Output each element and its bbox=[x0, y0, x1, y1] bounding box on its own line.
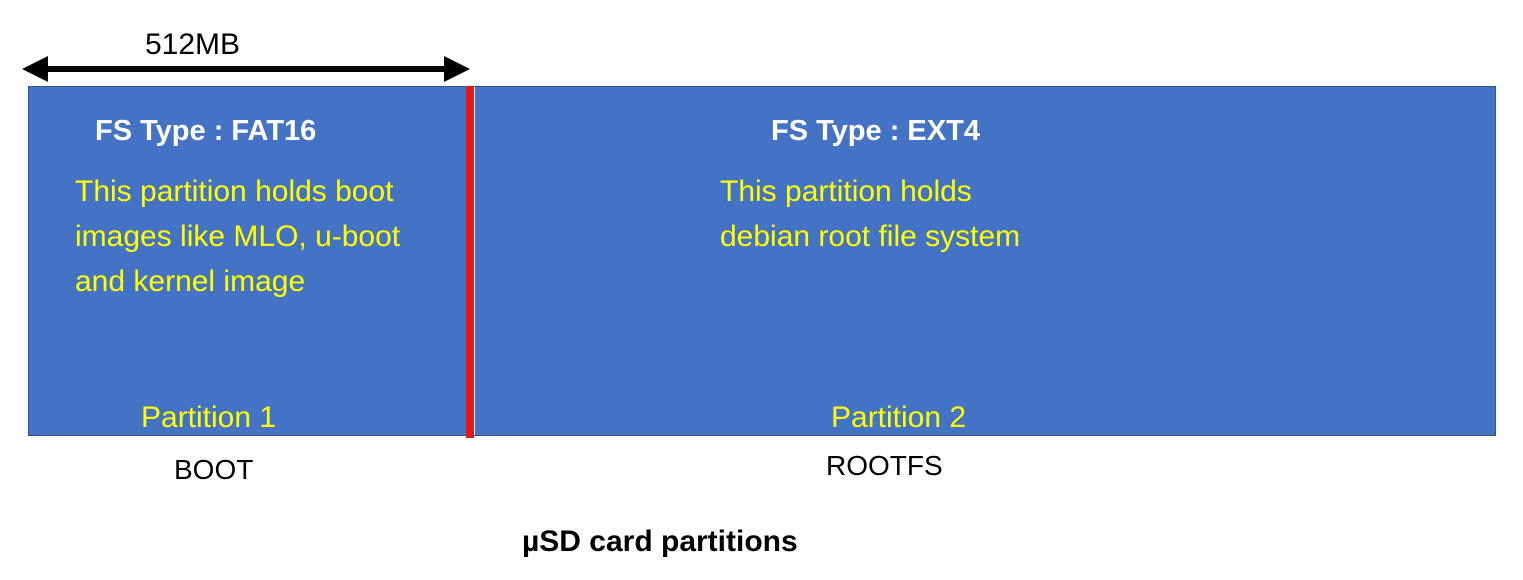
sd-card: FS Type : FAT16 This partition holds boo… bbox=[28, 86, 1496, 438]
partition-boot: FS Type : FAT16 This partition holds boo… bbox=[29, 87, 467, 435]
size-arrow-right-head bbox=[444, 56, 470, 82]
partition-name: Partition 2 bbox=[831, 401, 967, 434]
partition-boundary-line bbox=[466, 86, 474, 438]
size-arrow-left-head bbox=[22, 56, 48, 82]
size-arrow bbox=[22, 56, 470, 82]
boot-label: BOOT bbox=[174, 454, 254, 485]
partition-name: Partition 1 bbox=[141, 401, 277, 434]
partition-rootfs: FS Type : EXT4 This partition holds debi… bbox=[475, 87, 1495, 435]
partition-description: This partition holds debian root file sy… bbox=[720, 175, 1021, 253]
rootfs-label: ROOTFS bbox=[826, 450, 943, 481]
partition-description: This partition holds boot images like ML… bbox=[75, 175, 401, 298]
size-label: 512MB bbox=[145, 28, 241, 61]
partition-fs-type: FS Type : EXT4 bbox=[771, 115, 980, 147]
diagram-caption: µSD card partitions bbox=[522, 525, 798, 558]
partition-fs-type: FS Type : FAT16 bbox=[95, 115, 317, 147]
